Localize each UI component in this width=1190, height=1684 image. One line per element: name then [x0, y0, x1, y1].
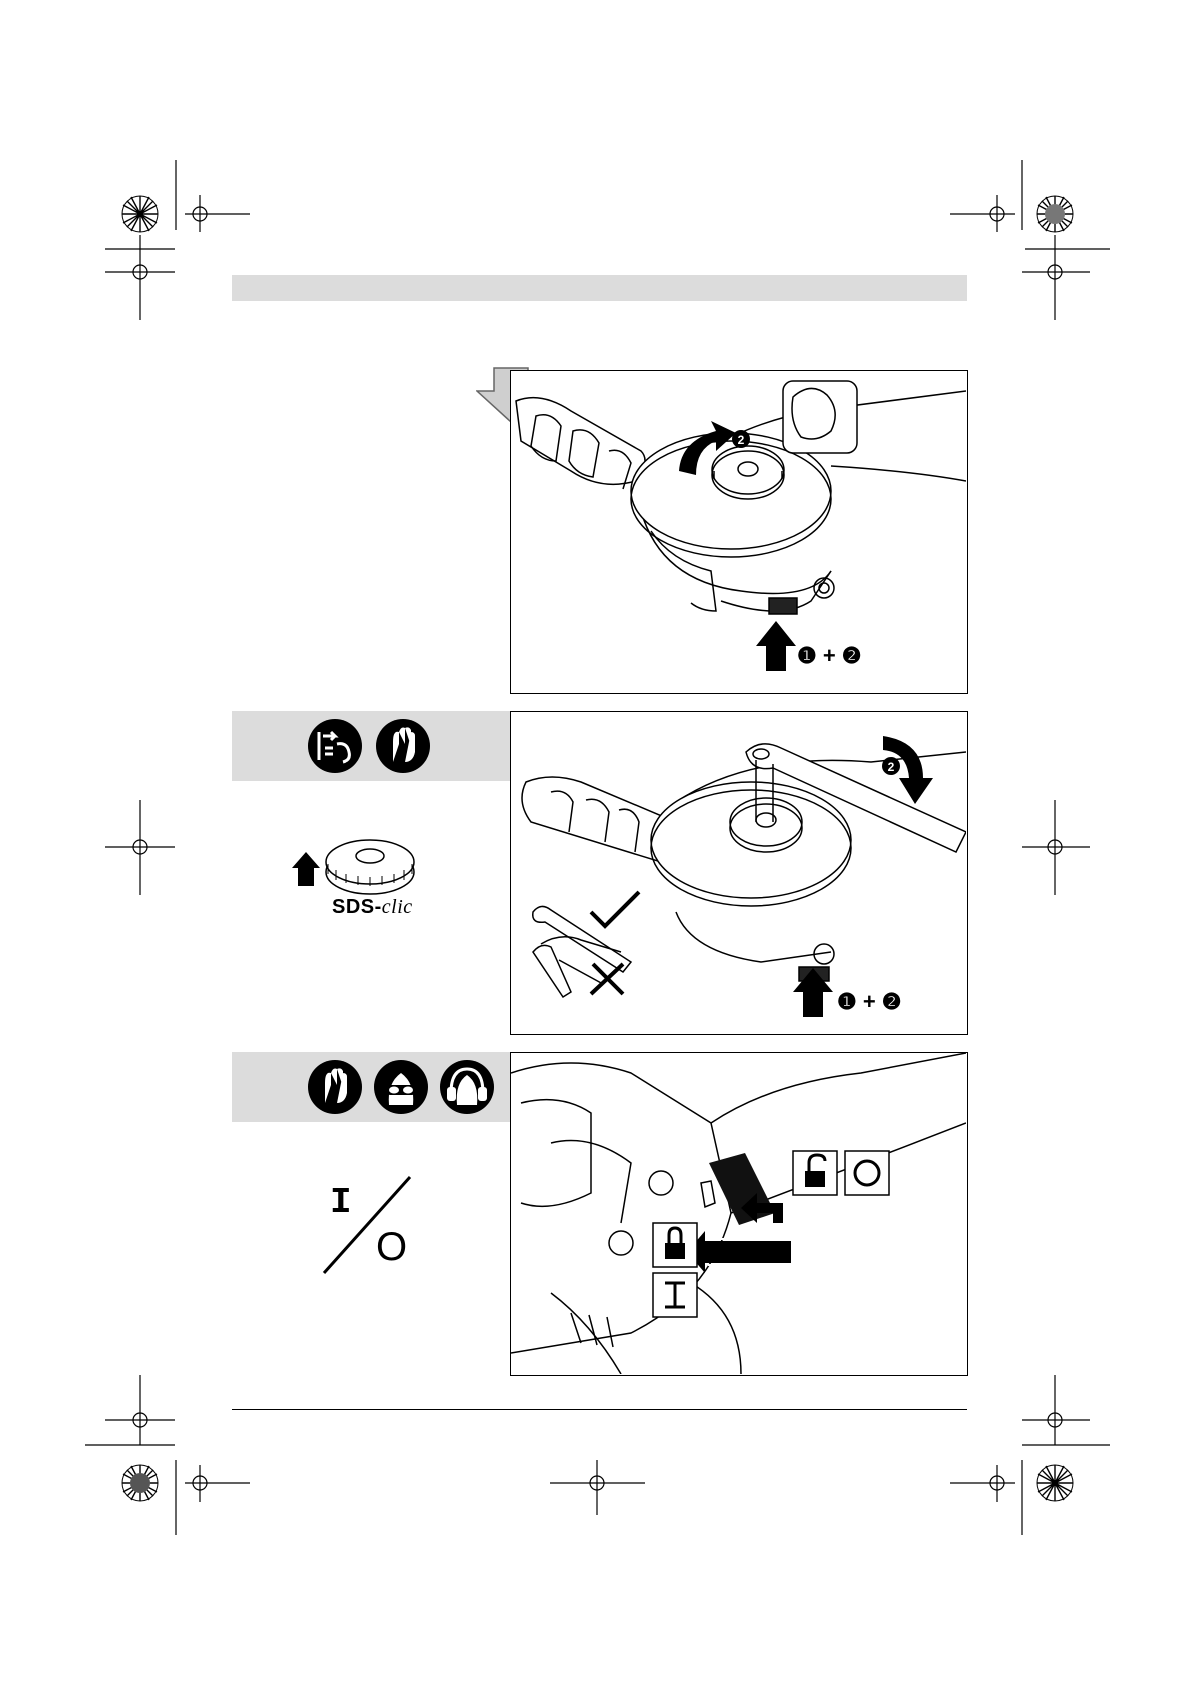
- panel-2-illustration: 2 ❶ + ❷: [510, 711, 968, 1035]
- gloves-icon: [375, 718, 431, 774]
- step-label: ❶ + ❷: [837, 989, 902, 1015]
- svg-text:2: 2: [738, 433, 745, 447]
- panel-3-illustration: [510, 1052, 968, 1376]
- sds-clic-nut-illustration: [290, 820, 420, 900]
- header-bar: [232, 275, 967, 301]
- switch-on-symbol: I: [330, 1182, 352, 1223]
- footer-rule: [232, 1409, 967, 1410]
- safety-goggles-icon: [373, 1059, 429, 1115]
- ear-protection-icon: [439, 1059, 495, 1115]
- panel-1-illustration: 2 ❶ + ❷: [510, 370, 968, 694]
- sds-clic-label: SDS-clic: [332, 896, 413, 919]
- safety-icons-band-3: [232, 1052, 510, 1122]
- unplug-icon: [307, 718, 363, 774]
- safety-icons-band-2: [232, 711, 510, 781]
- svg-text:2: 2: [888, 760, 895, 774]
- switch-off-symbol: O: [376, 1225, 407, 1270]
- step-label: ❶ + ❷: [797, 643, 862, 669]
- gloves-icon: [307, 1059, 363, 1115]
